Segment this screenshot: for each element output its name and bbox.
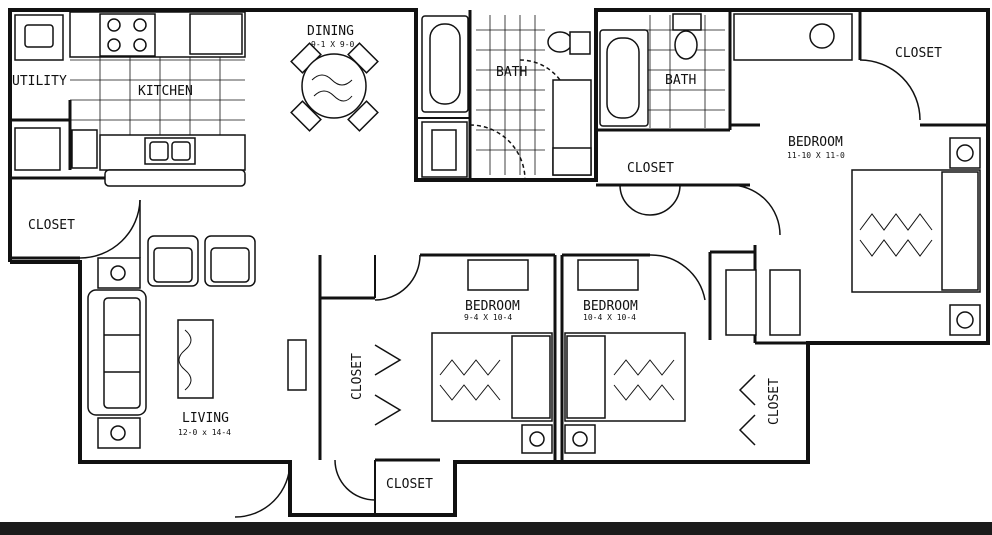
fridge-icon (71, 129, 98, 169)
master-bed-icon (851, 169, 981, 293)
master-bedroom-label: BEDROOM (788, 135, 843, 150)
walls (8, 8, 990, 517)
side-table-icon (287, 339, 307, 391)
bedroom-2-size: 9-4 X 10-4 (464, 313, 512, 322)
master-bedroom-size: 11-10 X 11-0 (787, 151, 845, 160)
bed-2-icon (431, 332, 553, 422)
bedroom-2-label: BEDROOM (465, 299, 520, 314)
doors (79, 59, 921, 518)
coffee-table-icon (177, 319, 214, 399)
stove-icon (99, 13, 156, 57)
bar-counter (104, 169, 246, 187)
kitchen-tile-grid (70, 55, 245, 135)
floor-plan: UTILITY KITCHEN DINING 9-1 X 9-0 BATH BA… (8, 8, 990, 518)
bedroom-3-closet-label: CLOSET (767, 378, 782, 425)
dining-size: 9-1 X 9-0 (311, 40, 355, 49)
dryer-icon (14, 127, 61, 171)
bedroom-3-size: 10-4 X 10-4 (583, 313, 636, 322)
hall-closet-label: CLOSET (627, 161, 674, 176)
living-label: LIVING (182, 411, 229, 426)
toilet-icon (547, 31, 573, 53)
bedroom-3-label: BEDROOM (583, 299, 638, 314)
utility-label: UTILITY (12, 74, 67, 89)
kitchen-label: KITCHEN (138, 84, 193, 99)
toilet-2-icon (674, 30, 698, 60)
dresser-2-icon (467, 259, 529, 291)
master-closet-label: CLOSET (895, 46, 942, 61)
dining-table-icon (290, 42, 379, 132)
living-size: 12-0 x 14-4 (178, 428, 231, 437)
storage-closet-label: CLOSET (386, 477, 433, 492)
water-heater-icon (421, 121, 468, 178)
dresser-3-icon (577, 259, 639, 291)
dining-label: DINING (307, 24, 354, 39)
bottom-bar (0, 522, 992, 535)
fixtures (14, 11, 981, 454)
dresser-icon (725, 269, 757, 336)
bath-1-label: BATH (496, 65, 527, 80)
bath-2-label: BATH (665, 73, 696, 88)
room-labels: UTILITY KITCHEN DINING 9-1 X 9-0 BATH BA… (12, 24, 942, 492)
dresser-icon (769, 269, 801, 336)
bedroom-2-closet-label: CLOSET (350, 353, 365, 400)
bed-3-icon (564, 332, 686, 422)
entry-closet-label: CLOSET (28, 218, 75, 233)
